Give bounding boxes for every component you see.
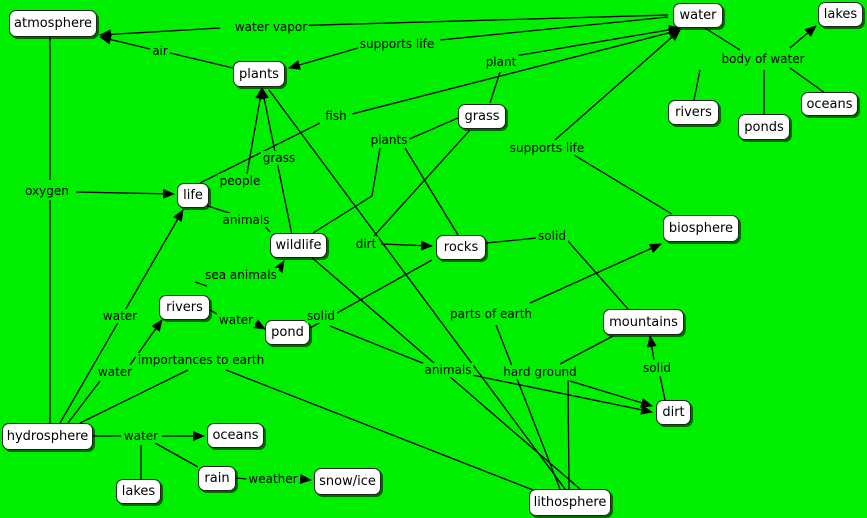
link-dirt-solid [659,375,666,401]
link-supports-life-a [439,16,669,41]
link-water-rain [154,442,199,468]
link-body-rivers [693,69,701,101]
link-grass-plant-b [514,24,681,57]
node-atmosphere[interactable]: atmosphere [9,10,97,37]
link-importances-litho [225,369,534,491]
node-life[interactable]: life [177,183,209,208]
link-biosphere-supports [573,154,673,215]
label-plants: plants [368,133,410,147]
link-hard-mountains [559,335,614,365]
link-pond-animals [329,325,441,371]
link-parts-biosphere [529,243,662,304]
link-dirt-grass [373,129,471,237]
node-lithosphere[interactable]: lithosphere [529,489,611,516]
label-hard-ground: hard ground [501,365,579,379]
label-importances-to-earth: importances to earth [135,353,267,367]
link-water-vaporline-a [249,14,669,28]
label-parts-of-earth: parts of earth [447,307,535,321]
label-solid-pond: solid [305,309,337,323]
node-oceans-top[interactable]: oceans [801,92,858,116]
label-oxygen: oxygen [23,184,71,198]
link-plants-litho [268,89,566,490]
label-animals-top: animals [220,213,272,227]
link-body-lakes [789,25,817,49]
node-rain[interactable]: rain [198,466,236,491]
node-ponds[interactable]: ponds [738,114,790,140]
node-lakes-top[interactable]: lakes [818,2,863,27]
node-mountains[interactable]: mountains [603,309,684,335]
link-parts-litho [495,324,561,490]
link-life-animals [204,204,233,215]
link-supports-life-b [288,47,359,70]
node-water[interactable]: water [673,3,723,28]
node-grass[interactable]: grass [458,104,506,129]
label-fish: fish [323,109,349,123]
link-dirt-rocks [380,240,433,251]
link-people-plants [246,87,266,175]
link-water-vapor-b [99,27,221,40]
link-hydro-water-a [67,380,101,424]
label-animals-bottom: animals [422,363,474,377]
label-grass: grass [260,151,298,165]
node-lakes-bottom[interactable]: lakes [116,479,161,504]
label-plant: plant [483,55,519,69]
link-water-rivers [129,319,163,366]
label-water-rivers-pond: water [216,313,256,327]
link-wildlife-plants-lbl-b [371,147,381,197]
label-people: people [217,174,263,188]
link-rivers-sea-a [194,281,208,287]
label-supports-life-mid: supports life [507,141,587,155]
label-solid-rocks: solid [536,229,568,243]
link-oxygen-life [75,188,175,199]
link-plants-grass [406,117,459,141]
node-plants[interactable]: plants [233,61,285,87]
link-rocks-solid [485,237,538,244]
node-rivers-top[interactable]: rivers [668,100,719,125]
node-pond[interactable]: pond [265,320,310,345]
link-plants-rocks [404,147,459,236]
link-solid-mountains [566,239,629,310]
node-wildlife[interactable]: wildlife [270,233,327,258]
node-snow-ice[interactable]: snow/ice [314,468,381,495]
label-supports-life-top: supports life [357,37,437,51]
link-body-oceans [789,67,826,94]
link-solid-mountains-b [646,335,657,361]
link-air-a [169,52,234,69]
link-wildlife-plants-lbl-a [312,195,373,234]
link-weather-snow [299,474,312,484]
link-supports-life-mid-a [554,29,681,141]
label-water-oceans: water [121,429,161,443]
label-body-of-water: body of water [719,52,807,66]
link-fish-water [351,27,681,115]
link-hydro-importances [79,369,189,424]
label-dirt: dirt [353,237,379,251]
link-rain-weather [235,477,248,480]
link-sea-wildlife [274,260,285,274]
link-animals-dirt [461,372,653,415]
link-life-fish-a [199,122,321,184]
label-air: air [150,44,170,58]
link-water-body-a [704,27,741,51]
label-solid-dirt: solid [641,361,673,375]
node-biosphere[interactable]: biosphere [663,215,739,242]
node-rocks[interactable]: rocks [436,235,486,260]
label-sea-animals: sea animals [203,268,279,282]
node-hydrosphere[interactable]: hydrosphere [2,423,93,450]
label-weather: weather [246,472,300,486]
link-hard-litho [567,379,570,490]
node-dirt[interactable]: dirt [656,400,691,425]
link-hard-dirt [569,380,653,408]
label-water-vapor: water vapor [232,20,310,34]
label-water-rivers: water [95,365,135,379]
label-water-life: water [100,309,140,323]
link-air-b [99,34,151,50]
node-oceans-bottom[interactable]: oceans [207,423,264,448]
node-rivers-mid[interactable]: rivers [159,295,210,320]
